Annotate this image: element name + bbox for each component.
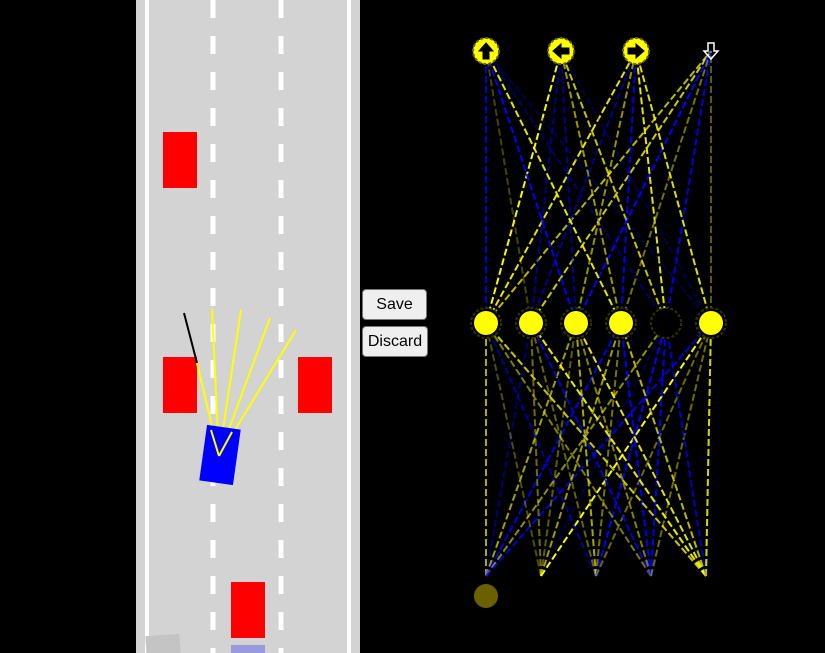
traffic-car <box>163 132 197 188</box>
faded-car <box>231 645 265 653</box>
road <box>136 0 360 653</box>
traffic-car <box>163 357 197 413</box>
traffic-car <box>231 582 265 638</box>
sensor-ray-hit <box>183 312 198 364</box>
discard-button[interactable]: Discard <box>362 326 428 357</box>
sensor-ray-origin <box>210 429 220 457</box>
traffic-car <box>298 357 332 413</box>
faded-car <box>145 633 181 653</box>
save-button[interactable]: Save <box>362 289 427 320</box>
sensor-ray-origin <box>218 431 233 457</box>
